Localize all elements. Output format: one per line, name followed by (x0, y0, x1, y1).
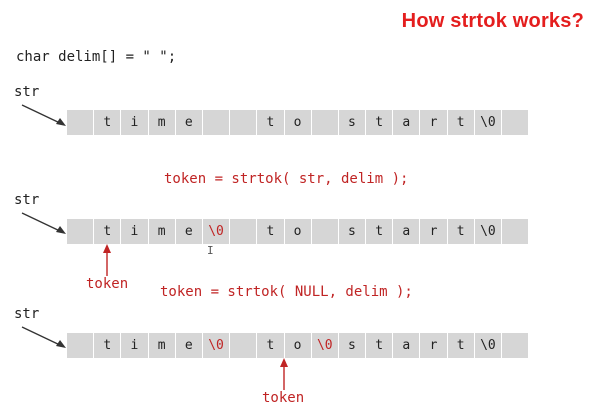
array-cell-empty (311, 219, 338, 244)
array-cell: e (175, 219, 202, 244)
token-arrow-up-1 (103, 244, 111, 276)
array-cell-null-terminator: \0 (474, 110, 501, 135)
array-cell: a (393, 110, 420, 135)
array-cell: e (175, 333, 202, 358)
array-cell: m (148, 110, 175, 135)
strtok-call-2: token = strtok( NULL, delim ); (160, 284, 413, 300)
array-cell-null-terminator: \0 (202, 219, 230, 244)
array-cell: t (257, 333, 284, 358)
array-cell-null-terminator: \0 (474, 333, 501, 358)
str-label-1: str (14, 84, 40, 100)
array-cell: m (148, 333, 175, 358)
array-cell-empty (67, 219, 94, 244)
array-cell-empty (67, 110, 94, 135)
array-cell-empty (230, 219, 257, 244)
array-cell: t (366, 333, 393, 358)
array-cell: o (284, 110, 311, 135)
array-cell: e (175, 110, 202, 135)
array-cell-empty (502, 219, 529, 244)
array-cell: i (121, 219, 148, 244)
array-cell-null-terminator: \0 (202, 333, 230, 358)
array-cell-empty (230, 333, 257, 358)
array-cell-empty (230, 110, 257, 135)
array-cell-null-terminator: \0 (311, 333, 338, 358)
array-cell: s (338, 110, 366, 135)
token-label-2: token (262, 390, 305, 406)
array-cell: o (284, 219, 311, 244)
array-cell: i (121, 333, 148, 358)
array-cell: a (393, 219, 420, 244)
array-cell: r (420, 219, 447, 244)
array-cell: i (121, 110, 148, 135)
array-cell: t (257, 110, 284, 135)
token-arrow-up-2 (280, 358, 288, 390)
array-cell: s (338, 219, 366, 244)
array-cell: a (393, 333, 420, 358)
array-cell: o (284, 333, 311, 358)
array-cell: r (420, 110, 447, 135)
str-pointer-arrow-3 (21, 326, 66, 348)
array-cell-empty (202, 110, 230, 135)
str-label-3: str (14, 306, 40, 322)
array-cell-empty (67, 333, 94, 358)
array-cell-null-terminator: \0 (474, 219, 501, 244)
array-cell-empty (311, 110, 338, 135)
text-cursor-icon: I (207, 244, 214, 257)
delim-declaration: char delim[] = " "; (16, 49, 177, 65)
array-cell: t (447, 333, 474, 358)
slide-title: How strtok works? (401, 10, 584, 32)
str-pointer-arrow-2 (21, 212, 66, 234)
array-cell: s (338, 333, 366, 358)
array-cell-empty (502, 333, 529, 358)
array-cell: r (420, 333, 447, 358)
str-pointer-arrow-1 (21, 104, 66, 126)
array-cell: t (447, 110, 474, 135)
str-label-2: str (14, 192, 40, 208)
strtok-call-1: token = strtok( str, delim ); (164, 171, 409, 187)
array-cell: t (94, 110, 121, 135)
array-cell: t (447, 219, 474, 244)
array-cell: t (366, 110, 393, 135)
token-label-1: token (86, 276, 129, 292)
array-cell: t (94, 333, 121, 358)
array-cell: m (148, 219, 175, 244)
array-cell: t (257, 219, 284, 244)
array-cell-empty (502, 110, 529, 135)
array-cell: t (366, 219, 393, 244)
array-cell: t (94, 219, 121, 244)
